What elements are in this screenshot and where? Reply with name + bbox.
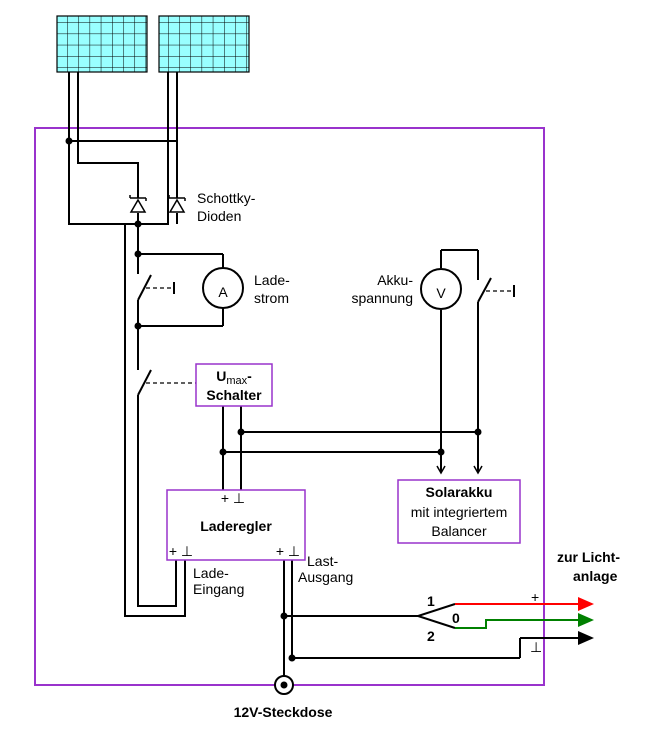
switch-position-1: 1 bbox=[427, 593, 435, 609]
voltmeter-label-1: Akku- bbox=[377, 272, 413, 288]
battery-subtitle: mit integriertem bbox=[411, 504, 507, 520]
output-arrowheads bbox=[578, 597, 594, 645]
socket-label: 12V-Steckdose bbox=[234, 704, 333, 720]
enclosure-box bbox=[34, 127, 545, 686]
charge-controller-title: Laderegler bbox=[200, 518, 272, 534]
ammeter-symbol: A bbox=[218, 284, 228, 300]
battery-subtitle-2: Balancer bbox=[431, 523, 487, 539]
minus-label: ⊥ bbox=[530, 639, 542, 655]
schottky-diode-left bbox=[129, 195, 147, 213]
akku-arrows bbox=[436, 465, 483, 475]
ammeter-label-2: strom bbox=[254, 290, 289, 306]
charge-switch bbox=[137, 274, 175, 301]
umax-switch-box bbox=[195, 363, 273, 407]
solar-panel-left bbox=[56, 15, 148, 73]
light-system-label-1: zur Licht- bbox=[557, 549, 620, 565]
solar-panel-right bbox=[158, 15, 250, 73]
schottky-diode-right bbox=[168, 195, 186, 213]
input-label-2: Eingang bbox=[193, 581, 244, 597]
battery-title: Solarakku bbox=[426, 484, 493, 500]
schottky-label-1: Schottky- bbox=[197, 190, 256, 206]
socket-symbol bbox=[274, 675, 294, 695]
battery-box bbox=[397, 479, 521, 544]
voltmeter-switch bbox=[477, 277, 515, 303]
umax-label-line2: Schalter bbox=[206, 387, 262, 403]
wiring bbox=[68, 72, 521, 678]
output-label-1: Last- bbox=[307, 553, 338, 569]
voltmeter-symbol: V bbox=[436, 285, 446, 301]
switch-position-0: 0 bbox=[452, 610, 460, 626]
switch-position-2: 2 bbox=[427, 628, 435, 644]
schottky-label-2: Dioden bbox=[197, 208, 241, 224]
voltmeter-circle bbox=[420, 268, 462, 310]
charge-controller-box bbox=[166, 489, 306, 561]
controller-top-terminals: + ⊥ bbox=[221, 490, 245, 506]
controller-right-terminals: + ⊥ bbox=[276, 543, 300, 559]
umax-switch bbox=[137, 369, 196, 396]
voltmeter-label-2: spannung bbox=[351, 290, 413, 306]
ammeter-circle bbox=[202, 267, 244, 309]
input-label-1: Lade- bbox=[193, 565, 229, 581]
output-selector bbox=[414, 603, 580, 639]
umax-label: Umax- bbox=[216, 368, 252, 387]
plus-label: + bbox=[531, 589, 539, 605]
ammeter-label-1: Lade- bbox=[254, 272, 290, 288]
light-system-label-2: anlage bbox=[573, 568, 618, 584]
output-label-2: Ausgang bbox=[298, 569, 353, 585]
junction-dots bbox=[65, 137, 482, 662]
controller-left-terminals: + ⊥ bbox=[169, 543, 193, 559]
